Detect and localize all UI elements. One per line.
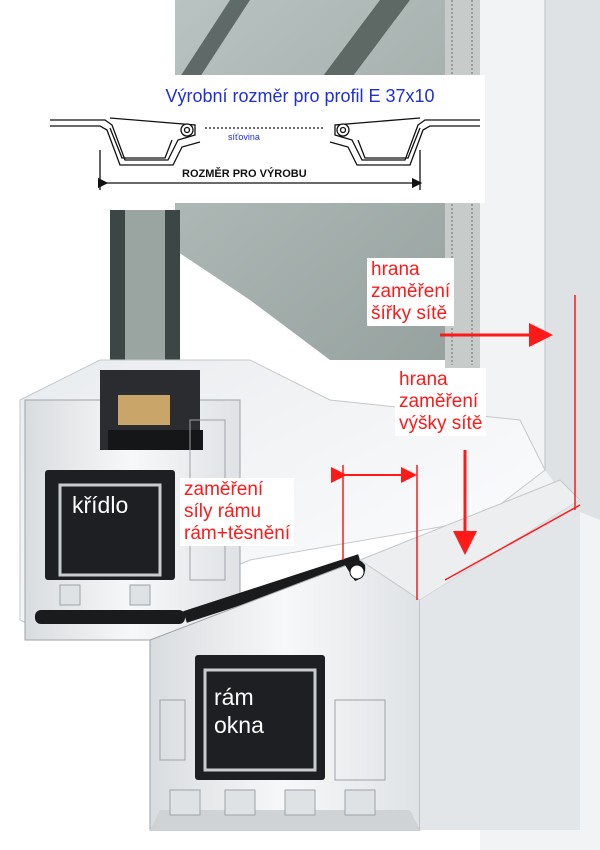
frame-thickness-line-3: rám+těsnění [184, 523, 291, 544]
height-edge-line-3: výšky sítě [399, 413, 483, 434]
frame-thickness-line-1: zaměření [184, 479, 264, 500]
window-frame-line-2: okna [214, 712, 264, 738]
height-edge-label: hrana zaměření výšky sítě [395, 368, 487, 436]
width-edge-line-2: zaměření [371, 281, 451, 302]
width-edge-line-1: hrana [371, 259, 420, 280]
sash-gasket [35, 610, 185, 624]
spacer-desiccant [118, 395, 170, 425]
window-frame-label: rám okna [214, 683, 264, 739]
frame-thickness-line-2: síly rámu [184, 501, 262, 522]
width-edge-line-3: šířky sítě [371, 303, 448, 324]
mesh-label: síťovina [228, 132, 260, 142]
height-edge-line-2: zaměření [399, 391, 479, 412]
width-edge-label: hrana zaměření šířky sítě [367, 258, 455, 326]
inset-title: Výrobní rozměr pro profil E 37x10 [165, 86, 435, 106]
frame-thickness-label: zaměření síly rámu rám+těsnění [180, 478, 295, 546]
height-edge-line-1: hrana [399, 369, 448, 390]
production-size-label: ROZMĚR PRO VÝROBU [178, 168, 311, 180]
sash-label: křídlo [72, 492, 129, 518]
window-frame-line-1: rám [214, 684, 254, 710]
e37-profile-drawing [50, 117, 480, 190]
